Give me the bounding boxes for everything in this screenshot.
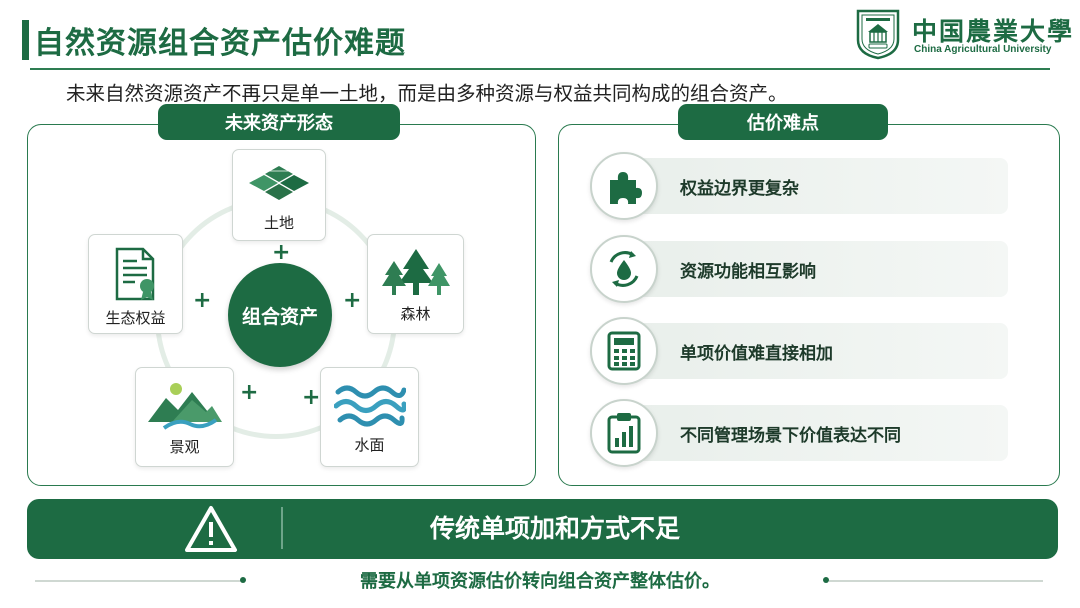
university-seal-icon (855, 8, 901, 60)
plus-sign: + (272, 240, 291, 265)
valuation-difficulties-heading: 估价难点 (678, 104, 888, 140)
footer-rule-right (829, 580, 1043, 582)
forest-trees-icon (381, 249, 450, 295)
node-water-label: 水面 (354, 436, 385, 454)
difficulty-label: 权益边界更复杂 (680, 178, 799, 199)
title-accent-bar (22, 20, 29, 60)
difficulty-label: 资源功能相互影响 (680, 261, 816, 282)
difficulty-label: 单项价值难直接相加 (680, 343, 833, 364)
warning-icon (184, 505, 238, 557)
node-land-label: 土地 (263, 214, 294, 232)
difficulty-item: 不同管理场景下价值表达不同 (636, 405, 1008, 461)
footer-dot-left (240, 577, 246, 583)
difficulty-label: 不同管理场景下价值表达不同 (680, 425, 901, 446)
node-land: 土地 (232, 149, 326, 241)
header-divider (30, 68, 1050, 70)
plus-sign: + (302, 385, 321, 410)
difficulty-item: 单项价值难直接相加 (636, 323, 1008, 379)
node-landscape-label: 景观 (169, 438, 200, 456)
land-plots-icon (249, 166, 309, 200)
future-asset-heading: 未来资产形态 (158, 104, 400, 140)
puzzle-icon (590, 152, 658, 220)
plus-sign: + (343, 288, 362, 313)
page-subtitle: 未来自然资源资产不再只是单一土地，而是由多种资源与权益共同构成的组合资产。 (66, 82, 788, 105)
footer-dot-right (823, 577, 829, 583)
university-name-en: China Agricultural University (914, 44, 1052, 55)
banner-divider (281, 507, 283, 549)
water-waves-icon (333, 385, 406, 427)
node-forest: 森林 (367, 234, 464, 334)
difficulty-item: 权益边界更复杂 (636, 158, 1008, 214)
clipboard-chart-icon (590, 399, 658, 467)
cycle-drop-icon (590, 235, 658, 303)
difficulty-item: 资源功能相互影响 (636, 241, 1008, 297)
node-landscape: 景观 (135, 367, 234, 467)
landscape-mountains-icon (147, 383, 222, 430)
calculator-icon (590, 317, 658, 385)
page-title: 自然资源组合资产估价难题 (34, 26, 406, 61)
node-water: 水面 (320, 367, 419, 467)
combined-asset-hub: 组合资产 (228, 263, 332, 367)
banner-text: 传统单项加和方式不足 (429, 514, 680, 543)
footer-text: 需要从单项资源估价转向组合资产整体估价。 (360, 571, 720, 592)
plus-sign: + (240, 380, 259, 405)
certificate-document-icon (115, 247, 154, 301)
node-eco-rights-label: 生态权益 (105, 309, 166, 327)
node-eco-rights: 生态权益 (88, 234, 183, 334)
node-forest-label: 森林 (400, 305, 431, 323)
footer-rule-left (35, 580, 241, 582)
plus-sign: + (193, 288, 212, 313)
university-name-cn: 中国農業大學 (912, 17, 1075, 46)
